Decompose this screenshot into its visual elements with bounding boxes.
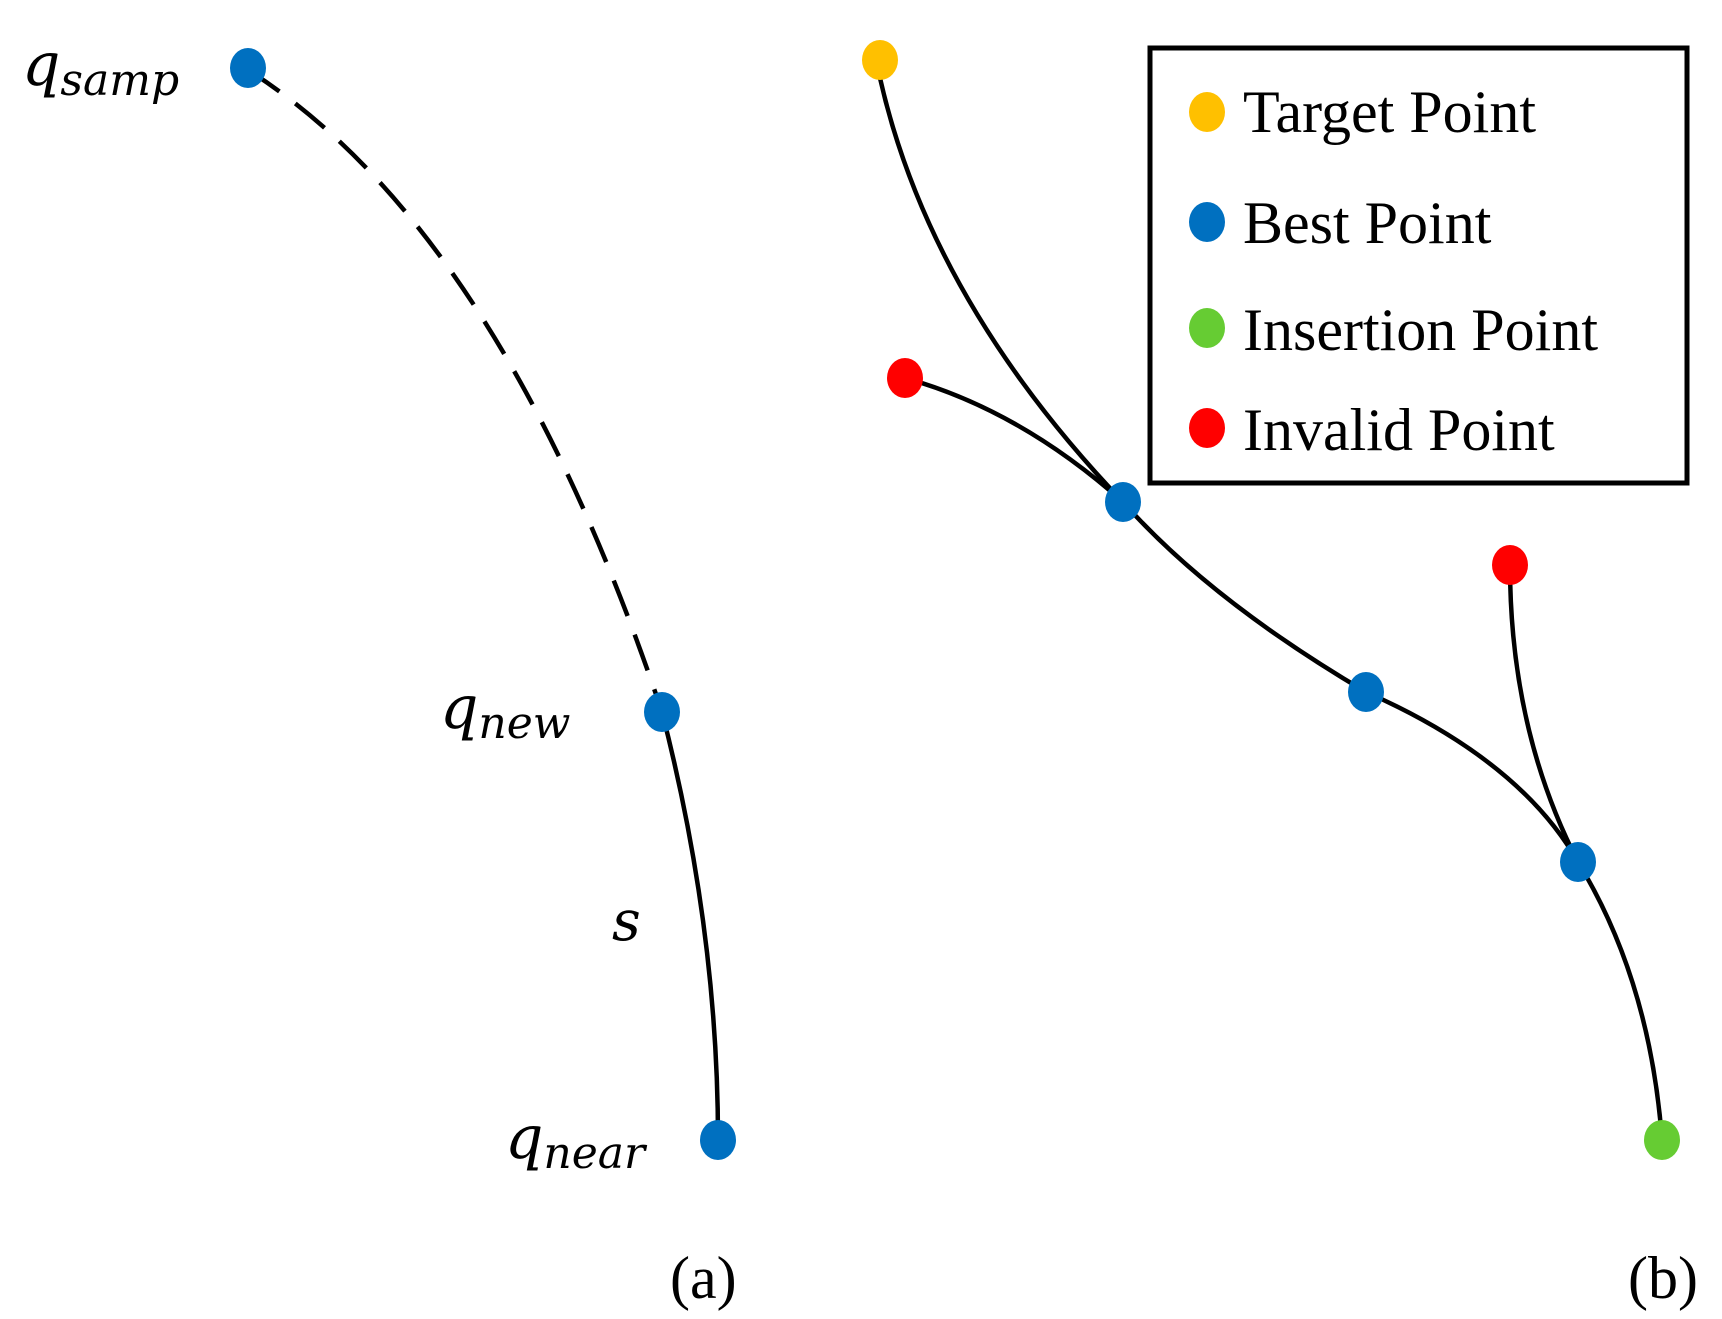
solid-step-curve bbox=[659, 711, 721, 1141]
legend-item-target: Target Point bbox=[1189, 79, 1536, 145]
legend-frame bbox=[1147, 45, 1690, 486]
legend-target-label: Target Point bbox=[1243, 79, 1536, 145]
invalid-point-left bbox=[887, 358, 923, 398]
dashed-extension-curve bbox=[246, 68, 665, 713]
q-near-label: qnear bbox=[505, 1103, 648, 1179]
legend-invalid-label: Invalid Point bbox=[1243, 397, 1555, 463]
path-target-to-branch bbox=[877, 77, 1125, 504]
q-new-node bbox=[644, 692, 680, 732]
best-point-2 bbox=[1348, 672, 1384, 712]
path-invalid-left-to-branch bbox=[904, 375, 1125, 504]
legend-best-swatch bbox=[1189, 202, 1225, 242]
q-new-label: qnew bbox=[440, 673, 570, 749]
legend-item-invalid: Invalid Point bbox=[1189, 397, 1555, 463]
legend-item-best: Best Point bbox=[1189, 190, 1492, 256]
legend-insertion-swatch bbox=[1189, 308, 1225, 348]
path-lower-to-insertion bbox=[1576, 860, 1665, 1141]
q-near-node bbox=[700, 1120, 736, 1160]
q-samp-label: qsamp bbox=[22, 30, 179, 106]
panel-a: qsamp qnew qnear s (a) bbox=[22, 30, 737, 1311]
legend-invalid-swatch bbox=[1189, 408, 1225, 448]
q-samp-node bbox=[230, 48, 266, 88]
best-point-3 bbox=[1560, 842, 1596, 882]
path-mid-to-lower bbox=[1365, 689, 1580, 864]
panel-b-caption: (b) bbox=[1628, 1245, 1698, 1311]
legend-insertion-label: Insertion Point bbox=[1243, 297, 1598, 363]
step-length-label: s bbox=[612, 889, 641, 954]
panel-b: Target Point Best Point Insertion Point … bbox=[862, 40, 1698, 1311]
target-point bbox=[862, 40, 898, 80]
insertion-point bbox=[1644, 1120, 1680, 1160]
panel-a-caption: (a) bbox=[670, 1245, 737, 1311]
path-branch-to-mid bbox=[1121, 500, 1368, 694]
path-invalid-right-to-lower bbox=[1507, 564, 1581, 864]
invalid-point-right bbox=[1492, 545, 1528, 585]
legend: Target Point Best Point Insertion Point … bbox=[1147, 45, 1690, 486]
best-point-1 bbox=[1105, 482, 1141, 522]
legend-item-insertion: Insertion Point bbox=[1189, 297, 1598, 363]
legend-target-swatch bbox=[1189, 92, 1225, 132]
legend-best-label: Best Point bbox=[1243, 190, 1492, 256]
